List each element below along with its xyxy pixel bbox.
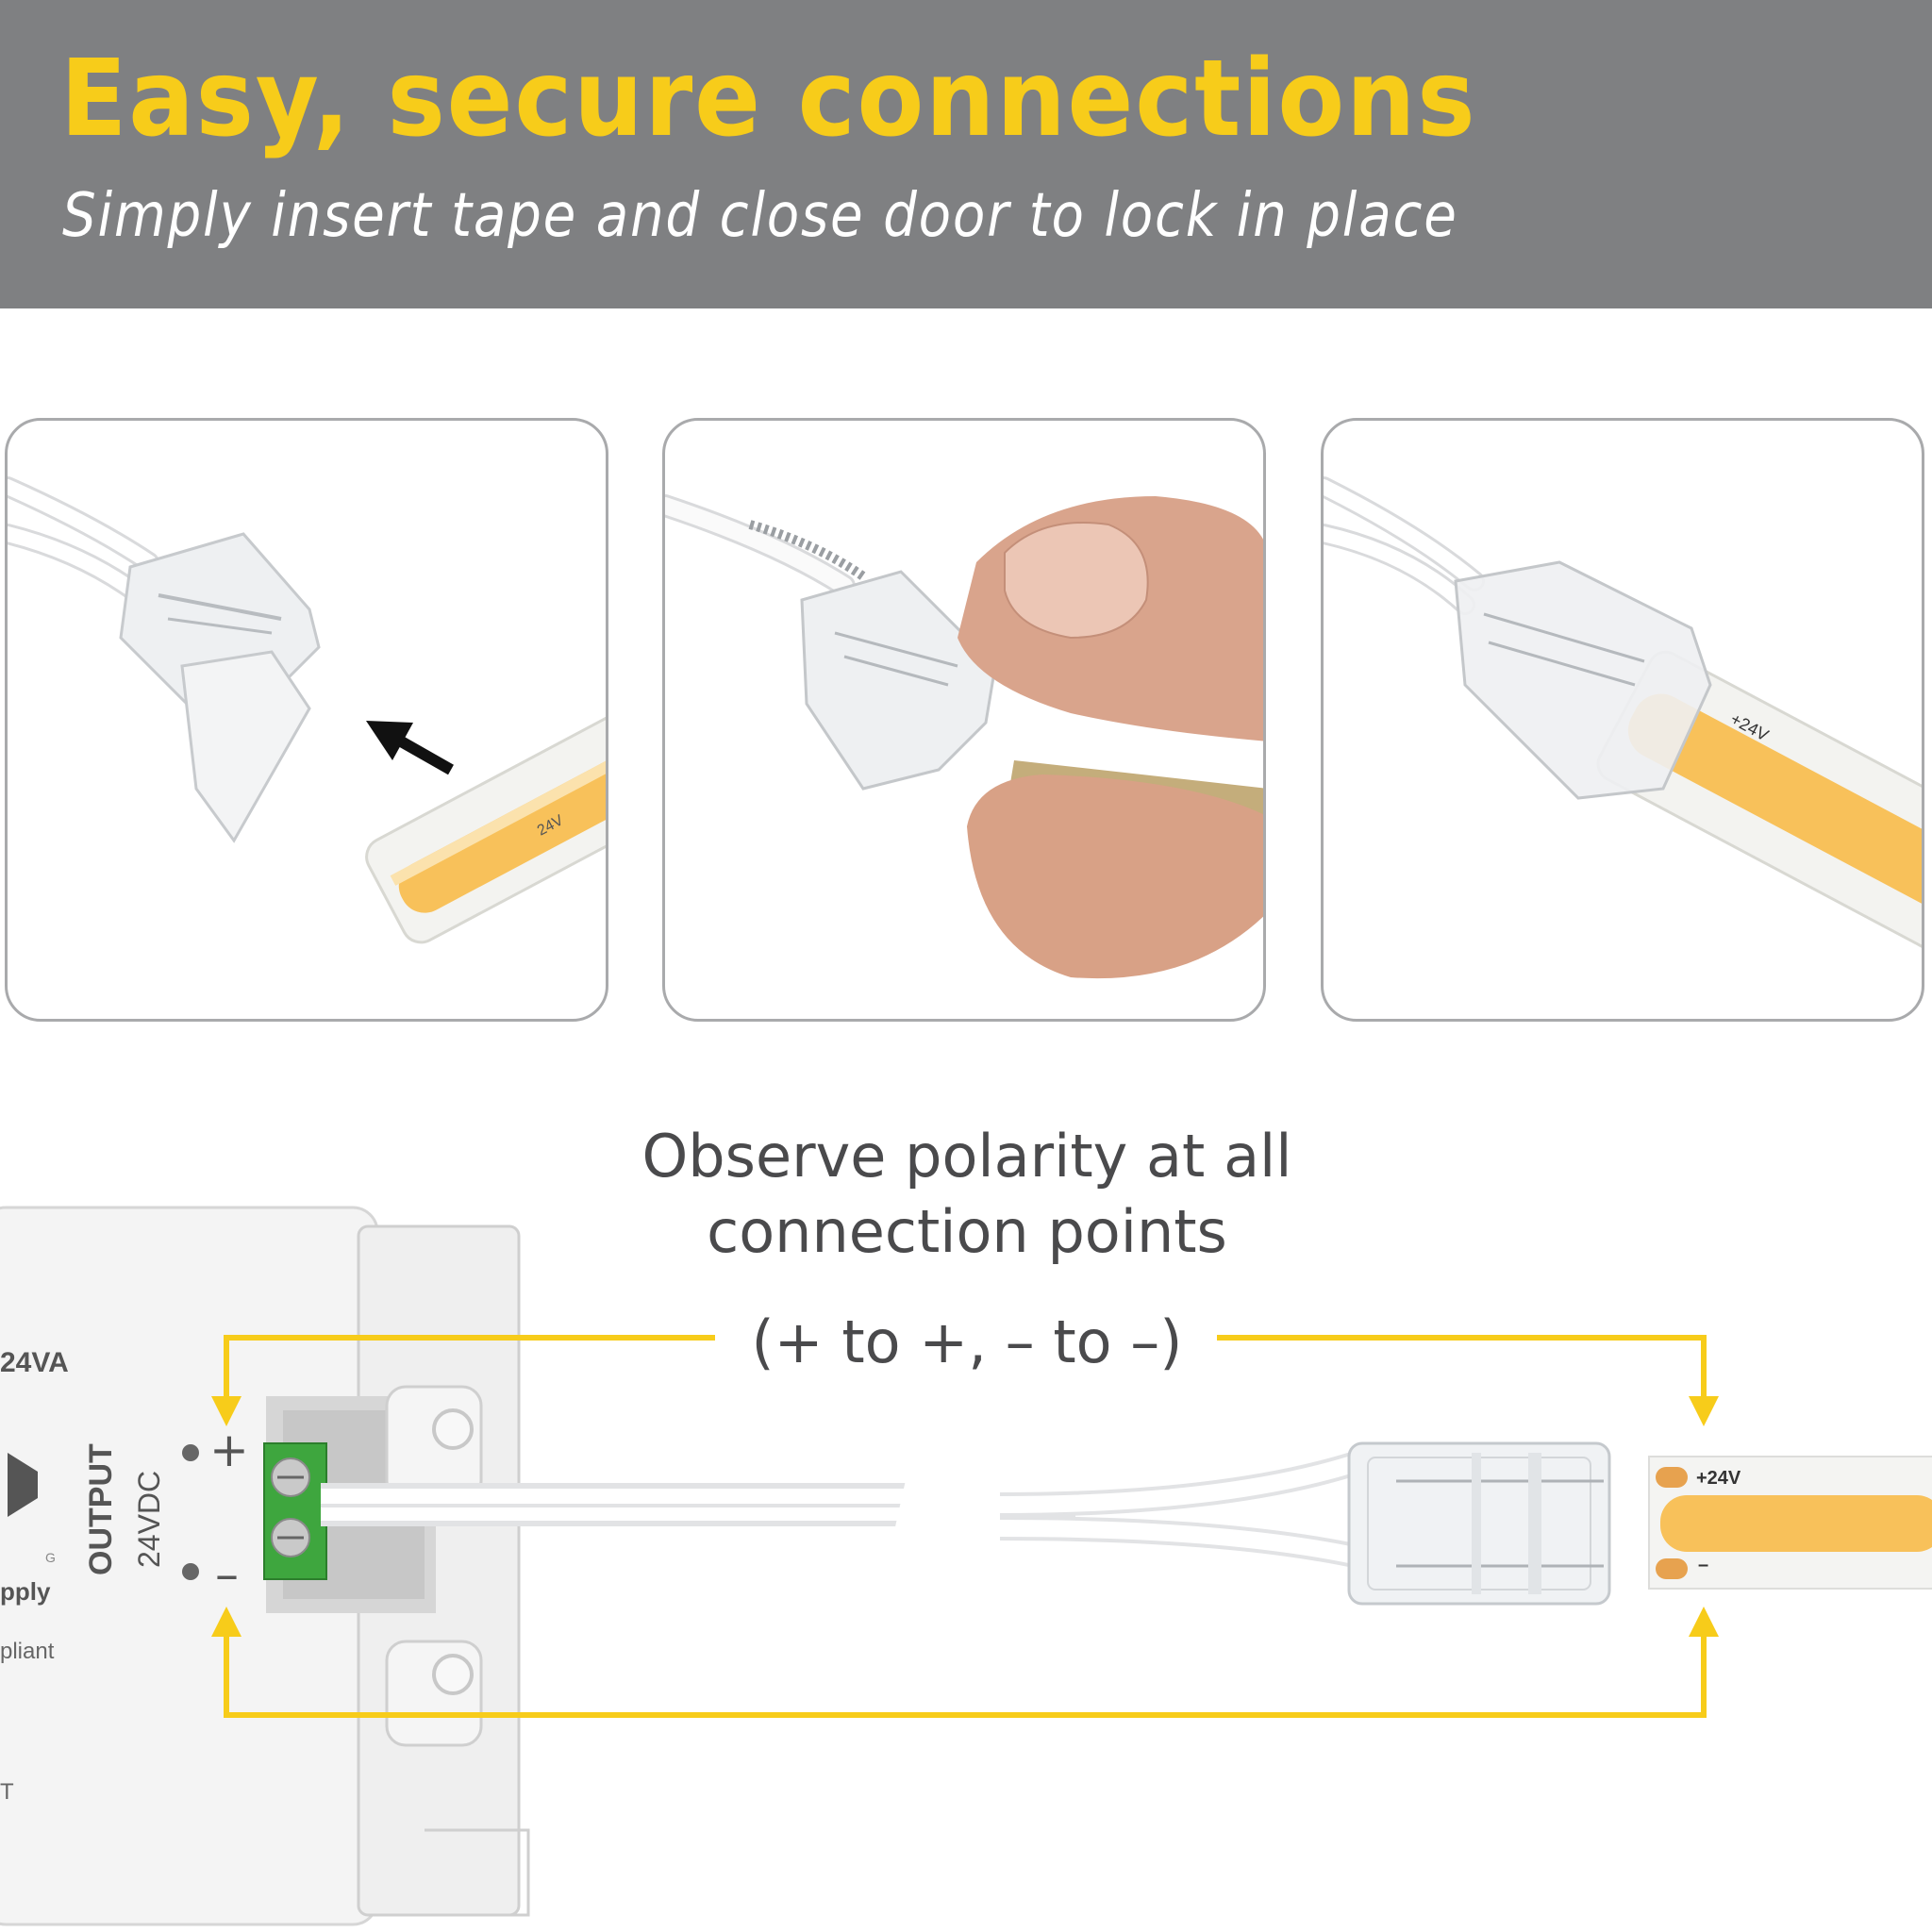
mount-tab-top [385,1385,483,1502]
psu-compliant-text: pliant [0,1639,55,1664]
polarity-note-line1: Observe polarity at all [641,1122,1292,1191]
led-tape [1648,1456,1932,1590]
thumb [958,496,1263,741]
psu-voltage-label: 24VDC [132,1470,166,1568]
polarity-lines [224,1335,1707,1718]
locked-connection-illustration: +24V [1324,476,1922,958]
polarity-note-line2: connection points [707,1197,1227,1266]
power-supply [0,1206,530,1926]
insert-arrow [366,721,454,775]
step-panel-close-door [662,418,1266,1022]
psu-supply-text: pply [0,1577,51,1606]
mount-tab-bottom [385,1640,483,1747]
polarity-arrowheads [211,1396,1719,1637]
step-panel-locked-connection: +24V [1321,418,1924,1022]
insert-tape-illustration: 24V [8,476,606,944]
header-banner: Easy, secure connections Simply insert t… [0,0,1932,308]
polarity-note: Observe polarity at all connection point… [623,1119,1311,1270]
psu-minus-symbol: – [215,1547,239,1602]
page-title: Easy, secure connections [60,38,1477,160]
tape-plus-label: +24V [1696,1468,1741,1489]
polarity-rule: (+ to +, – to –) [751,1307,1183,1376]
psu-plus-symbol: + [209,1423,249,1477]
screw-terminal [263,1442,327,1580]
wiring-diagram [0,1206,1932,1926]
close-door-illustration [665,494,1263,979]
tape-connector [1347,1441,1611,1606]
psu-g-text: G [45,1550,56,1565]
psu-t-text: T [0,1779,14,1805]
tape-minus-label: – [1698,1555,1709,1575]
psu-rating: 24VA [0,1347,69,1378]
finger [967,774,1263,979]
psu-output-label: OUTPUT [83,1443,119,1575]
page-subtitle: Simply insert tape and close door to loc… [62,181,1458,251]
step-panel-insert-tape: 24V [5,418,608,1022]
supply-wire [321,1450,1362,1569]
